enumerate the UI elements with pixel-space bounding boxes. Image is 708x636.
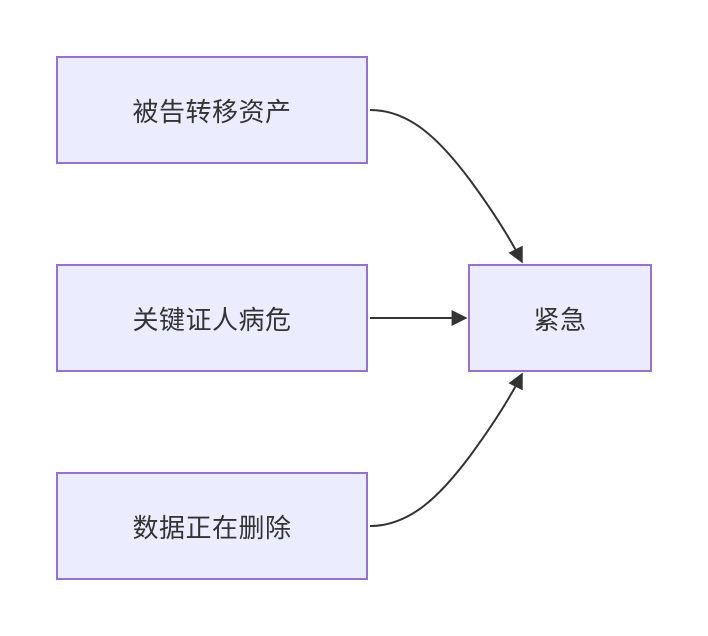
node-label: 关键证人病危 (132, 305, 292, 336)
node-urgent: 紧急 (468, 264, 652, 372)
node-defendant-transfers-assets: 被告转移资产 (56, 56, 368, 164)
node-key-witness-critical: 关键证人病危 (56, 264, 368, 372)
edge-deleting-to-urgent (369, 372, 523, 527)
node-label: 被告转移资产 (132, 97, 292, 128)
node-data-being-deleted: 数据正在删除 (56, 472, 368, 580)
node-label: 数据正在删除 (132, 513, 292, 544)
edge-assets-to-urgent (369, 109, 523, 264)
node-label: 紧急 (533, 305, 587, 336)
